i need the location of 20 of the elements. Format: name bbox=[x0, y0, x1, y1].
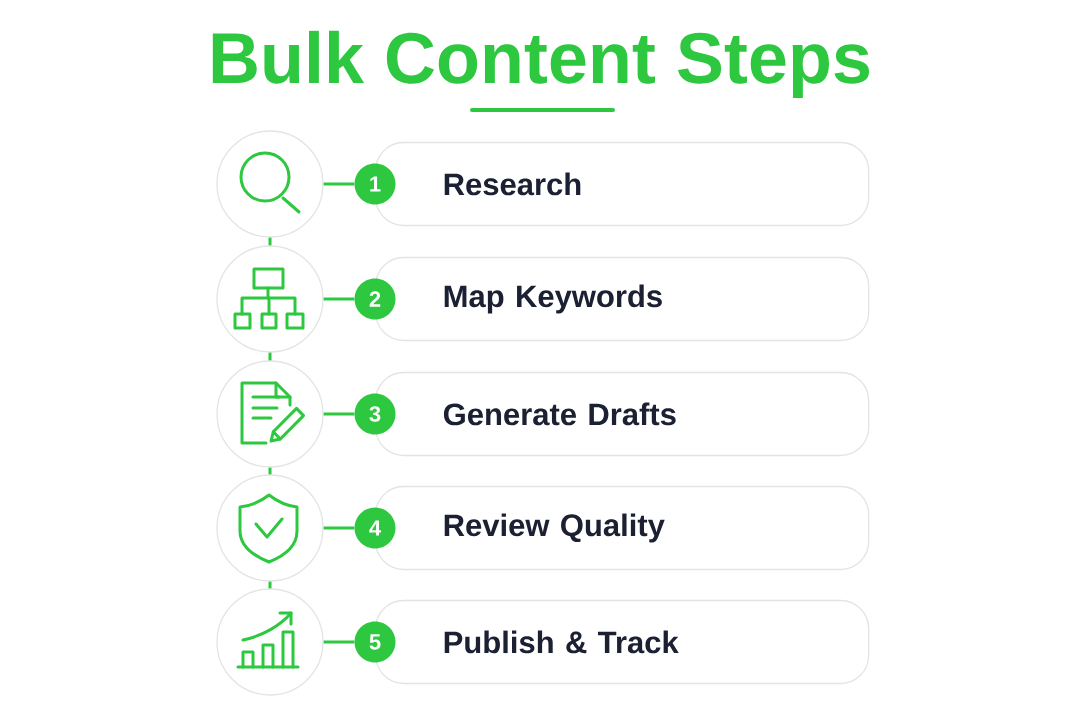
connector-line bbox=[268, 352, 272, 361]
icon-circle bbox=[216, 588, 324, 696]
connector-line bbox=[268, 237, 272, 246]
step-number: 3 bbox=[354, 393, 396, 435]
connector-line bbox=[268, 467, 272, 475]
connector-line bbox=[323, 297, 355, 301]
connector-line bbox=[323, 182, 355, 186]
connector-line bbox=[323, 412, 355, 416]
icon-circle bbox=[216, 130, 324, 238]
step-number: 5 bbox=[354, 621, 396, 663]
icon-circle bbox=[216, 474, 324, 582]
connector-line bbox=[268, 581, 272, 589]
step-number: 2 bbox=[354, 278, 396, 320]
step-number: 4 bbox=[354, 507, 396, 549]
step-number: 1 bbox=[354, 163, 396, 205]
connector-line bbox=[323, 640, 355, 644]
icon-circle bbox=[216, 360, 324, 468]
title: Bulk Content Steps bbox=[212, 30, 870, 98]
icon-circle bbox=[216, 245, 324, 353]
connector-line bbox=[323, 526, 355, 530]
